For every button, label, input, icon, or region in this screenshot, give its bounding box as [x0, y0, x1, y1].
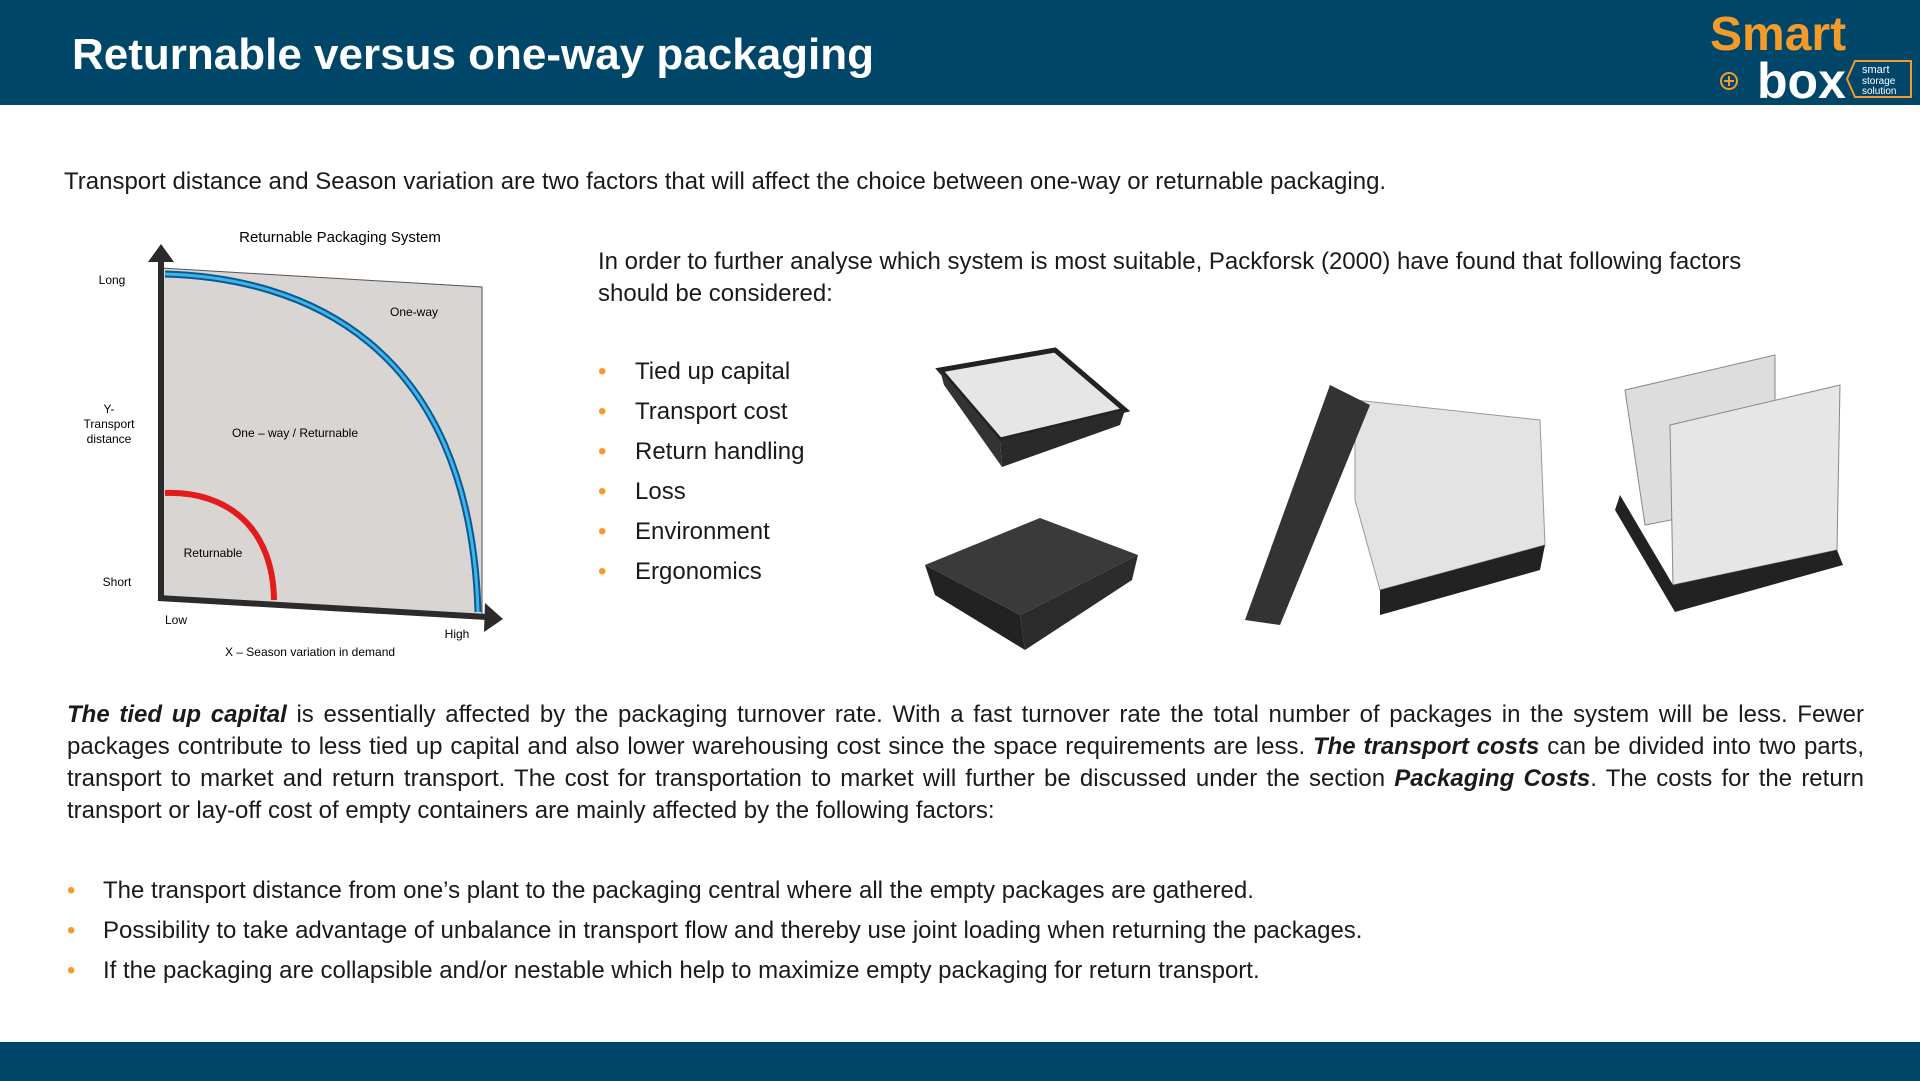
body-text: . The costs for the return transport or …: [67, 765, 1865, 824]
x-axis-arrow-icon: [484, 603, 503, 632]
body-text: can be divided into two parts, transport…: [67, 733, 1864, 792]
header-bar: Returnable versus one-way packaging Smar…: [0, 0, 1920, 105]
list-item: If the packaging are collapsible and/or …: [67, 951, 1362, 991]
return-factors-list: The transport distance from one’s plant …: [67, 871, 1362, 991]
list-item: Return handling: [598, 432, 804, 472]
pallet-base-photo: [925, 518, 1138, 650]
intro-text: Transport distance and Season variation …: [64, 168, 1387, 195]
packaging-costs-term: Packaging Costs: [1394, 765, 1591, 792]
factors-intro: In order to further analyse which system…: [598, 248, 1742, 307]
svg-text:X – Season variation in demand: X – Season variation in demand: [225, 645, 395, 659]
tied-up-capital-term: The tied up capital: [67, 701, 287, 728]
svg-text:Short: Short: [103, 575, 132, 589]
diagram-panel: [160, 267, 483, 616]
svg-text:Long: Long: [99, 273, 126, 287]
svg-text:smart: smart: [1862, 64, 1890, 76]
diagram-title: Returnable Packaging System: [239, 229, 441, 246]
smartbox-logo: Smart box smart storage solution: [1710, 8, 1912, 100]
y-axis-arrow-icon: [148, 244, 174, 262]
page-title: Returnable versus one-way packaging: [72, 30, 875, 79]
list-item: Possibility to take advantage of unbalan…: [67, 911, 1362, 951]
list-item: Transport cost: [598, 392, 804, 432]
pallet-lid-photo: [935, 347, 1130, 467]
svg-text:box: box: [1757, 53, 1846, 100]
list-item: Loss: [598, 472, 804, 512]
list-item: Tied up capital: [598, 352, 804, 392]
svg-text:Transport: Transport: [84, 417, 136, 431]
svg-text:Low: Low: [165, 613, 187, 627]
list-item: The transport distance from one’s plant …: [67, 871, 1362, 911]
svg-text:Returnable: Returnable: [184, 546, 243, 560]
svg-text:Y-: Y-: [104, 402, 115, 416]
factors-list: Tied up capital Transport cost Return ha…: [598, 352, 804, 592]
footer-bar: [0, 1042, 1920, 1081]
svg-text:High: High: [445, 627, 470, 641]
list-item: Environment: [598, 512, 804, 552]
returnable-packaging-diagram: Returnable Packaging System Long Y- Tran…: [84, 229, 503, 659]
svg-text:solution: solution: [1862, 86, 1896, 97]
x-axis: [157, 595, 488, 620]
pallet-box-assembled-photo: [1245, 385, 1546, 625]
pallet-box-collapsing-photo: [1615, 354, 1843, 612]
returnable-curve: [164, 489, 277, 601]
transport-costs-term: The transport costs: [1312, 733, 1540, 760]
svg-text:Smart: Smart: [1710, 8, 1846, 61]
svg-text:distance: distance: [87, 432, 132, 446]
svg-text:One – way / Returnable: One – way / Returnable: [232, 426, 358, 440]
body-text: is essentially affected by the packaging…: [67, 701, 1864, 760]
svg-text:One-way: One-way: [390, 305, 438, 319]
list-item: Ergonomics: [598, 552, 804, 592]
svg-text:storage: storage: [1862, 76, 1896, 87]
body-paragraph: The tied up capital is essentially affec…: [67, 699, 1864, 827]
